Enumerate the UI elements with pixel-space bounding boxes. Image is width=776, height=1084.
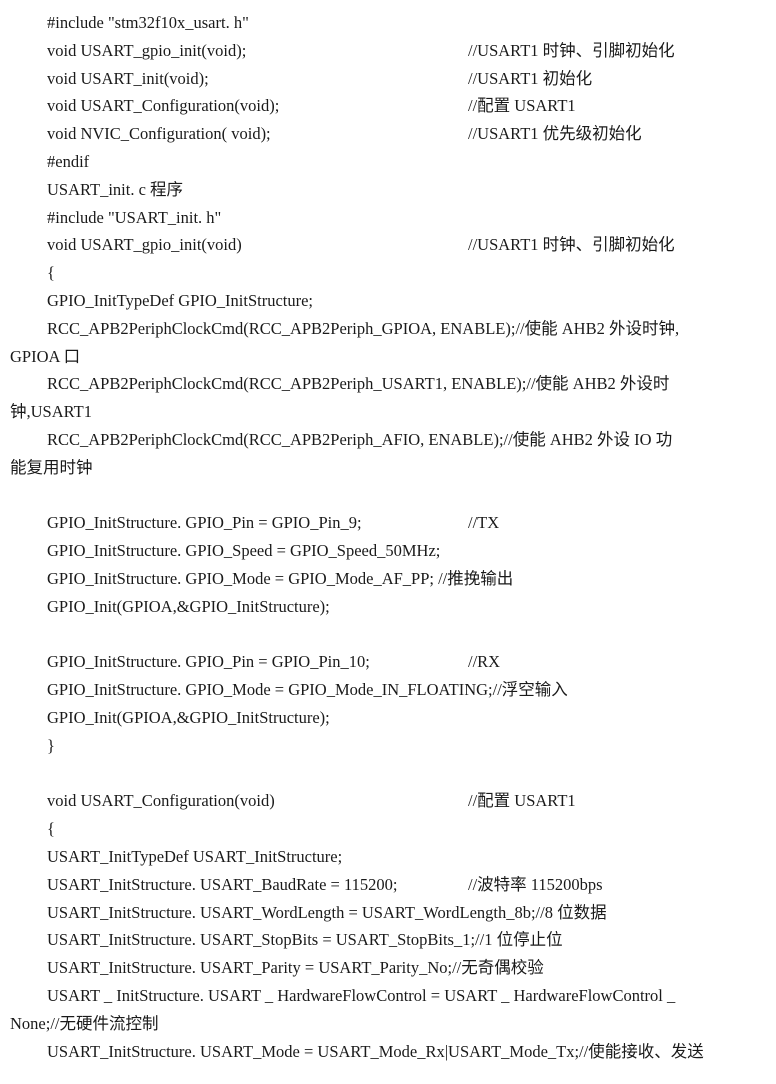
code-text: void USART_init(void); [47, 68, 209, 88]
code-line: void USART_Configuration(void) //配置 USART… [0, 787, 776, 815]
code-line: USART_InitStructure. USART_Mode = USART_… [0, 1038, 776, 1066]
code-line-continuation: None;//无硬件流控制 [10, 1013, 159, 1033]
code-text: GPIO_InitTypeDef GPIO_InitStructure; [47, 291, 314, 310]
code-line: { [0, 259, 776, 287]
code-line: GPIO_InitStructure. GPIO_Pin = GPIO_Pin_… [0, 509, 776, 537]
code-text: GPIO_InitStructure. GPIO_Speed = GPIO_Sp… [47, 541, 441, 561]
code-text: GPIO_InitStructure. GPIO_Mode = GPIO_Mod… [47, 569, 514, 588]
code-text: USART_InitStructure. USART_BaudRate = 11… [47, 874, 398, 894]
code-text: RCC_APB2PeriphClockCmd(RCC_APB2Periph_US… [47, 374, 670, 394]
code-text: GPIO_InitStructure. GPIO_Pin = GPIO_Pin_… [47, 513, 362, 533]
code-line: 钟,USART1 [0, 398, 776, 426]
code-line-continuation: 能复用时钟 [10, 457, 93, 477]
code-text: USART_InitTypeDef USART_InitStructure; [47, 847, 343, 866]
code-line: void USART_init(void); //USART1 初始化 [0, 65, 776, 93]
code-line: USART_InitStructure. USART_WordLength = … [0, 899, 776, 927]
code-comment: //USART1 初始化 [468, 68, 593, 88]
code-line: USART_InitStructure. USART_BaudRate = 11… [0, 871, 776, 899]
code-line [0, 760, 776, 788]
code-text: } [47, 735, 55, 755]
code-text: USART_InitStructure. USART_WordLength = … [47, 902, 607, 922]
code-text: void NVIC_Configuration( void); [47, 124, 271, 144]
code-text: USART _ InitStructure. USART _ HardwareF… [47, 986, 676, 1005]
code-line: GPIO_InitStructure. GPIO_Pin = GPIO_Pin_… [0, 648, 776, 676]
code-line: GPIO_Init(GPIOA,&GPIO_InitStructure); [0, 593, 776, 621]
code-text: GPIO_InitStructure. GPIO_Pin = GPIO_Pin_… [47, 652, 370, 672]
code-text: USART_InitStructure. USART_Parity = USAR… [47, 958, 544, 978]
code-line: GPIO_InitStructure. GPIO_Mode = GPIO_Mod… [0, 676, 776, 704]
code-line: #endif [0, 148, 776, 176]
code-comment: //波特率 115200bps [468, 874, 603, 894]
code-comment: //RX [468, 652, 501, 672]
code-line: void USART_gpio_init(void); //USART1 时钟、引… [0, 37, 776, 65]
code-line-continuation: GPIOA 口 [10, 346, 81, 366]
code-line: void NVIC_Configuration( void); //USART1 … [0, 120, 776, 148]
code-text: void USART_Configuration(void); [47, 96, 280, 116]
code-line: void USART_gpio_init(void) //USART1 时钟、引脚… [0, 231, 776, 259]
code-text: void USART_Configuration(void) [47, 791, 275, 811]
code-text: { [47, 819, 55, 839]
code-line: USART_InitTypeDef USART_InitStructure; [0, 843, 776, 871]
code-line: RCC_APB2PeriphClockCmd(RCC_APB2Periph_GP… [0, 315, 776, 343]
code-line: USART_init. c 程序 [0, 176, 776, 204]
code-text: GPIO_InitStructure. GPIO_Mode = GPIO_Mod… [47, 680, 568, 700]
code-text: USART_InitStructure. USART_Mode = USART_… [47, 1041, 704, 1061]
code-comment: //USART1 优先级初始化 [468, 124, 642, 144]
code-line: GPIO_InitStructure. GPIO_Speed = GPIO_Sp… [0, 537, 776, 565]
code-text: GPIO_Init(GPIOA,&GPIO_InitStructure); [47, 596, 330, 616]
code-text: GPIO_Init(GPIOA,&GPIO_InitStructure); [47, 708, 330, 727]
code-text: void USART_gpio_init(void) [47, 235, 242, 255]
code-line: #include "USART_init. h" [0, 204, 776, 232]
code-line: #include "stm32f10x_usart. h" [0, 9, 776, 37]
code-text: #endif [47, 152, 90, 171]
code-line: GPIO_InitStructure. GPIO_Mode = GPIO_Mod… [0, 565, 776, 593]
code-text: RCC_APB2PeriphClockCmd(RCC_APB2Periph_AF… [47, 430, 673, 449]
code-text: { [47, 263, 55, 283]
code-line: void USART_Configuration(void); //配置 USAR… [0, 92, 776, 120]
code-line: { [0, 815, 776, 843]
code-line: RCC_APB2PeriphClockCmd(RCC_APB2Periph_AF… [0, 426, 776, 454]
code-comment: //配置 USART1 [468, 96, 576, 116]
code-text: USART_InitStructure. USART_StopBits = US… [47, 930, 563, 950]
code-line-continuation: 钟,USART1 [10, 402, 92, 422]
code-text: USART_init. c 程序 [47, 179, 184, 199]
code-line [0, 621, 776, 649]
code-line: GPIO_InitTypeDef GPIO_InitStructure; [0, 287, 776, 315]
code-text: void USART_gpio_init(void); [47, 40, 247, 60]
code-line: USART_InitStructure. USART_Parity = USAR… [0, 954, 776, 982]
code-line: } [0, 732, 776, 760]
code-line: USART_InitStructure. USART_StopBits = US… [0, 926, 776, 954]
code-line: 能复用时钟 [0, 454, 776, 482]
code-line: GPIO_Init(GPIOA,&GPIO_InitStructure); [0, 704, 776, 732]
code-comment: //TX [468, 513, 500, 533]
code-comment: //配置 USART1 [468, 791, 576, 811]
code-text: #include "USART_init. h" [47, 207, 222, 227]
code-line: GPIOA 口 [0, 343, 776, 371]
code-text: #include "stm32f10x_usart. h" [47, 13, 249, 32]
code-line: RCC_APB2PeriphClockCmd(RCC_APB2Periph_US… [0, 370, 776, 398]
code-line: None;//无硬件流控制 [0, 1010, 776, 1038]
code-text: RCC_APB2PeriphClockCmd(RCC_APB2Periph_GP… [47, 318, 680, 338]
code-line: USART _ InitStructure. USART _ HardwareF… [0, 982, 776, 1010]
code-comment: //USART1 时钟、引脚初始化 [468, 40, 675, 60]
code-line [0, 482, 776, 510]
code-comment: //USART1 时钟、引脚初始化 [468, 235, 675, 255]
